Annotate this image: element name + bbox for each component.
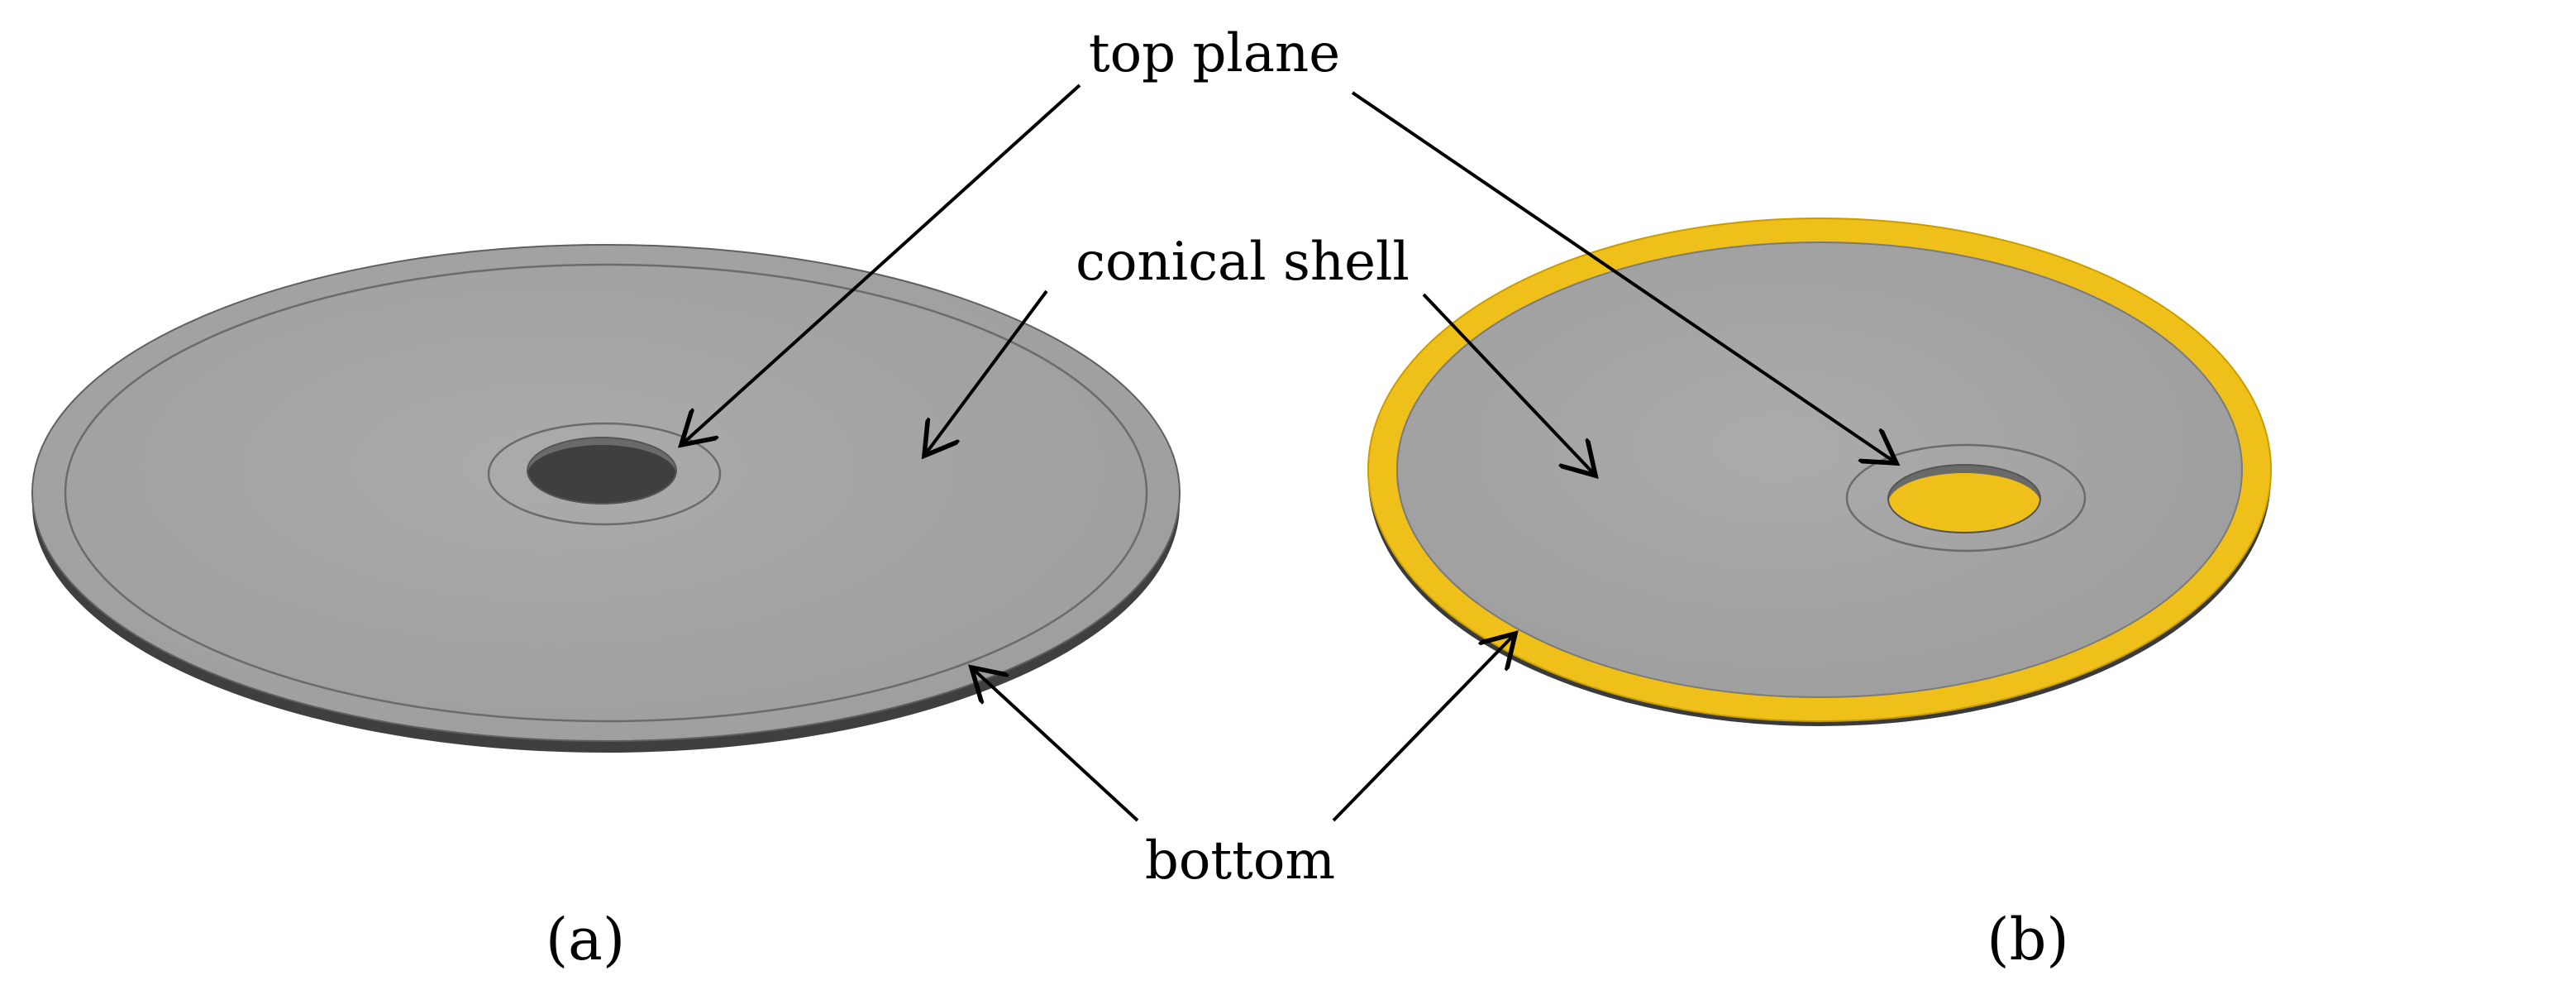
disc-b-hole-wall <box>1888 465 2040 504</box>
label-panel-a: (a) <box>546 906 625 973</box>
disc-a <box>31 244 1181 753</box>
disc-b <box>1367 218 2272 726</box>
disc-a-top-plane-ring <box>487 422 722 526</box>
disc-a-shell-outline <box>64 263 1148 723</box>
label-panel-b: (b) <box>1987 906 2068 973</box>
leader-conical-shell-a <box>924 289 1048 456</box>
disc-a-hole <box>527 437 677 505</box>
disc-a-hole-wall <box>527 438 676 475</box>
leader-top-plane-b <box>1351 91 1896 463</box>
leader-top-plane-a <box>681 84 1081 445</box>
disc-b-surface <box>1396 242 2243 698</box>
disc-b-hole <box>1887 464 2041 533</box>
label-top-plane: top plane <box>1089 23 1340 84</box>
disc-a-surface <box>31 244 1181 742</box>
leader-bottom-a <box>971 667 1139 822</box>
leader-bottom-b <box>1332 634 1515 822</box>
label-conical-shell: conical shell <box>1076 232 1410 293</box>
disc-b-top-plane-ring <box>1845 443 2087 552</box>
label-bottom: bottom <box>1145 830 1335 892</box>
leader-lines <box>681 84 1896 822</box>
leader-conical-shell-b <box>1422 293 1596 476</box>
